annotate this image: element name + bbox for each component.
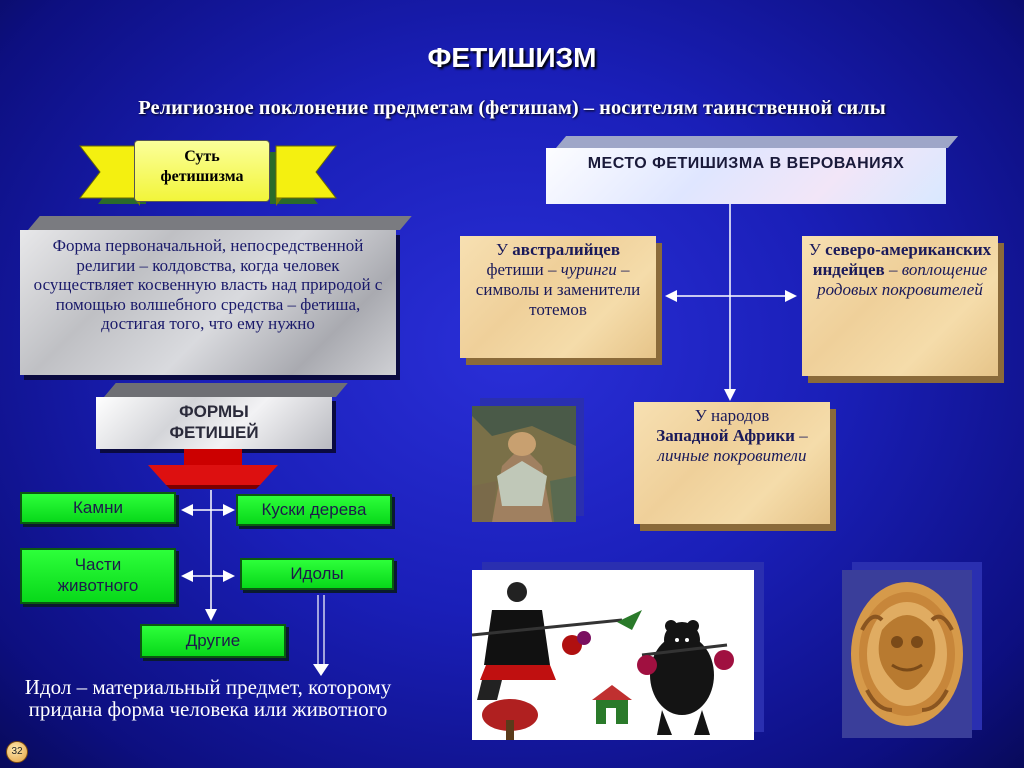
form-idols: Идолы bbox=[240, 558, 394, 590]
australians-bold: австралийцев bbox=[512, 240, 621, 259]
form-stones: Камни bbox=[20, 492, 176, 524]
forms-title-line2: ФЕТИШЕЙ bbox=[169, 423, 259, 442]
down-arrow-icon bbox=[148, 449, 278, 489]
essence-label-line2: фетишизма bbox=[160, 168, 244, 185]
form-idols-label: Идолы bbox=[290, 564, 344, 583]
form-wood-label: Куски дерева bbox=[261, 500, 367, 519]
carved-ivory-photo bbox=[842, 570, 972, 738]
north-american-dash: – bbox=[884, 260, 898, 279]
belief-west-africa: У народов Западной Африки – личные покро… bbox=[634, 402, 830, 524]
essence-label-line1: Суть bbox=[184, 148, 220, 165]
page-subtitle: Религиозное поклонение предметам (фетиша… bbox=[138, 97, 886, 119]
forms-connectors bbox=[181, 490, 329, 676]
australians-prefix: У bbox=[495, 240, 513, 259]
form-wood: Куски дерева bbox=[236, 494, 392, 526]
form-animal-line2: животного bbox=[57, 576, 139, 595]
west-africa-italic: личные покровители bbox=[657, 446, 807, 465]
essence-definition: Форма первоначальной, непосредственной р… bbox=[20, 230, 396, 375]
form-other: Другие bbox=[140, 624, 286, 658]
forms-title-line1: ФОРМЫ bbox=[179, 402, 249, 421]
place-title: МЕСТО ФЕТИШИЗМА В ВЕРОВАНИЯХ bbox=[546, 148, 946, 204]
slide-number-badge: 32 bbox=[6, 741, 28, 763]
west-africa-dash: – bbox=[794, 426, 808, 445]
australians-text2: – символы и заменители тотемов bbox=[475, 260, 641, 319]
folk-art-photo bbox=[471, 570, 754, 740]
churinga-photo bbox=[472, 406, 576, 522]
belief-north-american: У северо-американских индейцев – воплоще… bbox=[802, 236, 998, 376]
form-other-label: Другие bbox=[185, 631, 241, 650]
essence-label: Суть фетишизма bbox=[134, 140, 270, 202]
australians-italic: чуринги bbox=[560, 260, 617, 279]
belief-australians: У австралийцев фетиши – чуринги – символ… bbox=[460, 236, 656, 358]
idol-definition: Идол – материальный предмет, которому пр… bbox=[24, 675, 392, 721]
form-stones-label: Камни bbox=[73, 498, 123, 517]
north-american-prefix: У bbox=[808, 240, 826, 259]
west-africa-bold: Западной Африки bbox=[656, 426, 795, 445]
forms-title: ФОРМЫ ФЕТИШЕЙ bbox=[96, 397, 332, 449]
west-africa-prefix: У народов bbox=[694, 406, 770, 425]
page-title: ФЕТИШИЗМ bbox=[427, 42, 597, 73]
form-animal-parts: Части животного bbox=[20, 548, 176, 604]
north-american-bold: северо-американских индейцев bbox=[812, 240, 992, 279]
australians-text1: фетиши – bbox=[486, 260, 561, 279]
north-american-italic: воплощение родовых покровителей bbox=[817, 260, 988, 299]
form-animal-line1: Части bbox=[74, 555, 122, 574]
